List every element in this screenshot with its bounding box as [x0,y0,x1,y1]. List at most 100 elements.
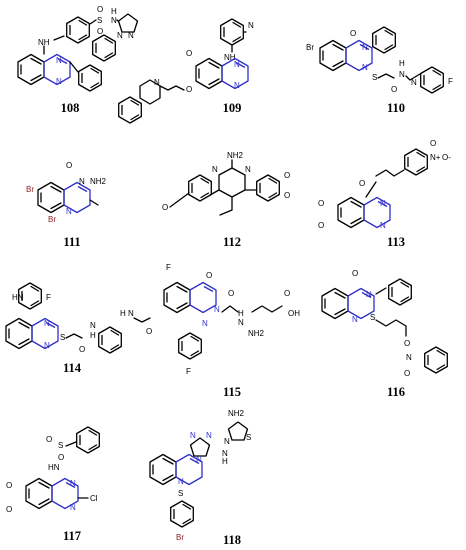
atom-label: O [146,327,152,336]
atom-label: O [350,29,356,38]
compound-110: Br O N N S O H N N F 110 [306,26,453,115]
atom-label: N [399,70,405,79]
compound-id: 117 [63,529,81,543]
atom-label: Br [306,43,314,52]
atom-label: S [178,489,183,498]
atom-label: O [404,339,410,348]
atom-label: N [245,165,251,174]
compound-id: 108 [61,101,80,115]
atom-label: Cl [90,494,98,503]
atom-label: H [222,457,228,466]
atom-label: O [404,369,410,378]
atom-label: F [448,77,453,86]
atom-label: NH2 [248,329,265,338]
atom-label: O [97,5,103,14]
atom-label: O [430,139,436,148]
atom-label: Br [176,533,184,542]
atom-label: N [111,16,117,25]
atom-label: NH [38,38,50,47]
atom-label: N [90,321,96,330]
atom-label: Br [48,215,56,224]
atom-label: S [58,441,63,450]
atom-label: F [166,263,171,272]
atom-label: H [90,331,96,340]
atom-label: N [222,449,228,458]
atom-label: N [411,78,417,87]
atom-label: O- [442,153,451,162]
atom-label: S [372,73,377,82]
atom-label: O [79,345,85,354]
atom-label: NH2 [228,409,245,418]
atom-label: NH [224,53,236,62]
atom-label: N [234,60,240,69]
atom-label: N [366,290,372,299]
atom-label: O [228,289,234,298]
atom-label: N [79,177,85,186]
compound-id: 116 [387,385,405,399]
atom-label: NH2 [90,177,107,186]
atom-label: Br [26,185,34,194]
compound-115: F O N N O H N NH2 O OH F 115 [163,263,300,399]
atom-label: H [399,59,405,68]
atom-label: N [362,63,368,72]
compound-111: Br O N NH2 N Br 111 [26,161,107,249]
atom-label: S [246,433,251,442]
atom-label: O [58,453,64,462]
atom-label: O [186,49,192,58]
atom-label: N [224,437,230,446]
atom-label: N [352,315,358,324]
atom-label: N [406,353,412,362]
compound-id: 118 [223,533,241,547]
atom-label: O [318,221,324,230]
atom-label: HN [48,463,60,472]
atom-label: O [352,269,358,278]
atom-label: O [359,179,365,188]
atom-label: N [202,319,208,328]
compound-id: 113 [387,235,405,249]
atom-label: N [196,455,202,464]
atom-label: O [162,203,168,212]
atom-label: N+ [430,153,441,162]
atom-label: S [97,16,102,25]
atom-label: O [66,161,72,170]
atom-label: O [206,271,212,280]
atom-label: N [44,319,50,328]
atom-label: O [186,85,192,94]
atom-label: N [380,221,386,230]
atom-label: N [362,43,368,52]
compound-108: NH S O O H N N N N N 108 [17,5,139,115]
atom-label: H [238,309,244,318]
atom-label: N [128,31,134,40]
compound-118: NH2 S N N H N N N N S Br 118 [149,409,251,547]
compound-id: 115 [223,385,241,399]
atom-label: S [60,333,65,342]
atom-label: O [284,171,290,180]
atom-label: S [370,313,375,322]
atom-label: HN [12,293,24,302]
atom-label: H [120,309,126,318]
atom-label: OH [288,309,300,318]
compound-109: N NH O O N N N 109 [118,18,254,124]
atom-label: N [380,199,386,208]
atom-label: O [391,85,397,94]
atom-label: N [248,21,254,30]
compound-id: 114 [63,361,82,375]
atom-label: N [44,341,50,350]
atom-label: O [6,505,12,514]
atom-label: N [214,305,220,314]
atom-label: N [206,431,212,440]
atom-label: N [70,479,76,488]
atom-label: F [186,367,191,376]
atom-label: N [56,56,62,65]
compound-113: N+ O O- O O O N N 113 [318,139,451,249]
atom-label: N [154,78,160,87]
compound-id: 111 [63,235,80,249]
atom-label: H [111,7,117,16]
atom-label: N [238,318,244,327]
atom-label: N [66,207,72,216]
atom-label: F [46,293,51,302]
atom-label: O [284,191,290,200]
atom-label: O [318,199,324,208]
atom-label: N [128,309,134,318]
atom-label: O [46,435,52,444]
